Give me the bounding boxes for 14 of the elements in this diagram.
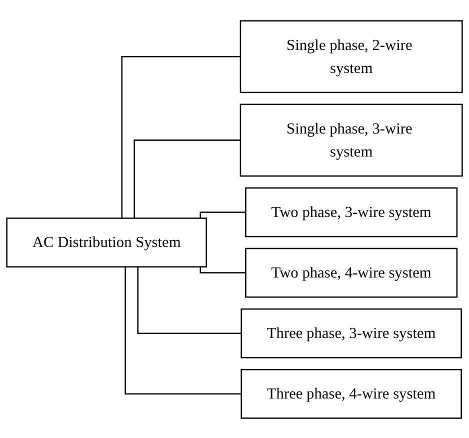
connector	[200, 266, 246, 273]
connector	[124, 266, 242, 394]
connector	[137, 266, 242, 334]
connector	[121, 56, 240, 218]
node-box	[6, 217, 207, 267]
connector	[134, 139, 240, 218]
node-box	[240, 20, 463, 93]
node-box	[245, 186, 458, 237]
node-box	[240, 308, 462, 358]
node-box	[240, 368, 462, 418]
node-box	[240, 103, 463, 176]
diagram: AC Distribution System Single phase, 2-wire system Single phase, 3-wire system Two phase, 3-wire system Two phase, 4-wire system Three phase, 3-wire system Three phase, 4-wire system	[0, 14, 469, 424]
connector	[200, 211, 246, 218]
node-box	[245, 247, 458, 298]
